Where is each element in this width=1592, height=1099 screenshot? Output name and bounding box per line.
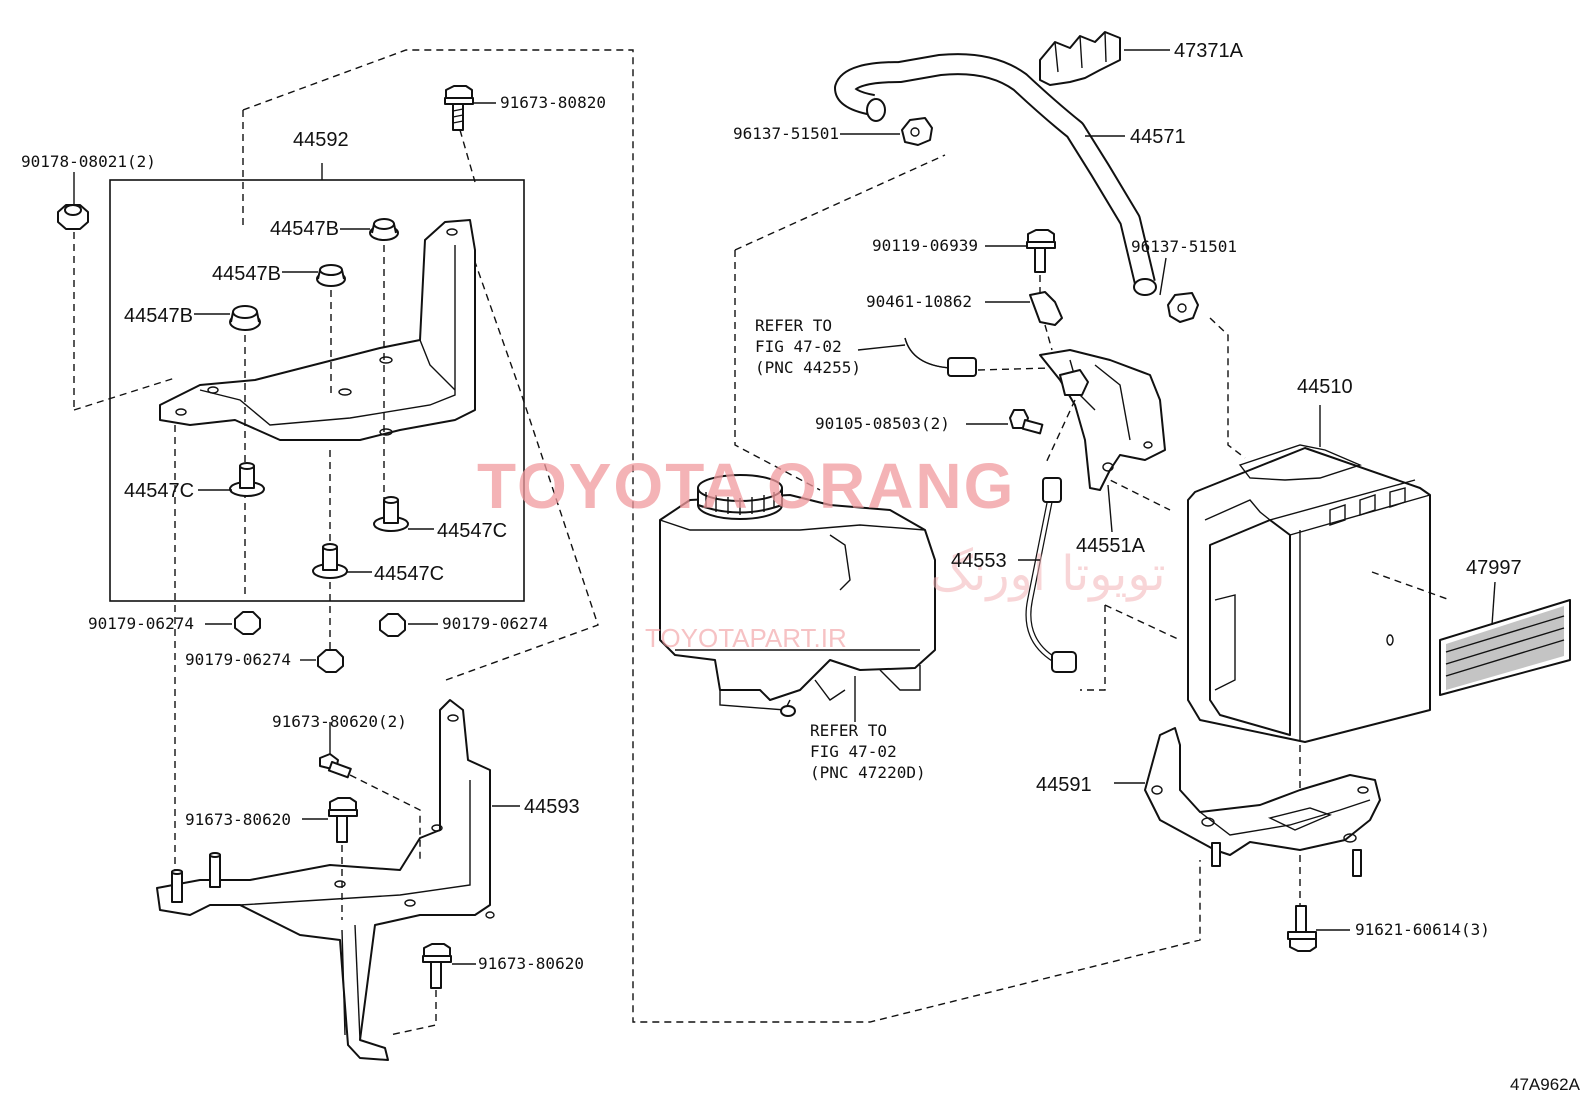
label-90178-08021: 90178-08021(2)	[21, 152, 156, 171]
reservoir-tank-shape	[659, 474, 936, 717]
clamp-icon	[901, 117, 1199, 323]
bracket-44551a-shape	[1029, 291, 1166, 491]
refer-note-1-line3: (PNC 44255)	[755, 358, 861, 377]
sensor-wire-shape	[1025, 477, 1077, 673]
refer-note-1-line1: REFER TO	[755, 316, 832, 335]
label-91673-80620-b: 91673-80620	[478, 954, 584, 973]
actuator-block-shape	[1187, 444, 1431, 743]
bolt-icon	[444, 85, 474, 131]
label-44547c-2: 44547C	[437, 520, 507, 542]
collar-44547c-icon	[229, 462, 409, 579]
leader-lines	[73, 49, 1496, 965]
label-90119-06939: 90119-06939	[872, 236, 978, 255]
bolt-icon	[319, 753, 452, 989]
grommet-44547b-icon	[229, 218, 399, 331]
label-91673-80620-2: 91673-80620(2)	[272, 712, 407, 731]
label-44553: 44553	[951, 550, 1007, 572]
watermark-site-text: TOYOTAPART.IR	[645, 623, 847, 653]
label-96137-51501-a: 96137-51501	[733, 124, 839, 143]
label-44551a: 44551A	[1076, 535, 1146, 557]
refer-note-2-line2: FIG 47-02	[810, 742, 897, 761]
label-44547c-3: 44547C	[374, 563, 444, 585]
bolt-icon	[1009, 229, 1056, 435]
assembly-outlines	[242, 49, 1246, 1023]
label-44591: 44591	[1036, 774, 1092, 796]
label-44593: 44593	[524, 796, 580, 818]
label-90105-08503: 90105-08503(2)	[815, 414, 950, 433]
bracket-assembly-box	[109, 179, 525, 602]
refer-note-2-line3: (PNC 47220D)	[810, 763, 926, 782]
label-47997: 47997	[1466, 557, 1522, 579]
label-91621-60614: 91621-60614(3)	[1355, 920, 1490, 939]
label-90179-06274-2: 90179-06274	[442, 614, 548, 633]
part-labels: 90178-08021(2) 44592 91673-80820 44547B …	[21, 40, 1581, 1094]
bracket-44591-shape	[1144, 727, 1381, 877]
label-44571: 44571	[1130, 126, 1186, 148]
label-44547b-2: 44547B	[212, 263, 281, 285]
label-44547b-3: 44547B	[124, 305, 193, 327]
label-90179-06274-1: 90179-06274	[88, 614, 194, 633]
diagram-id: 47A962A	[1510, 1075, 1581, 1094]
watermark-main-text: TOYOTA ORANG	[477, 450, 1015, 522]
label-90179-06274-3: 90179-06274	[185, 650, 291, 669]
watermark: TOYOTA ORANG تویوتا اورنگ TOYOTAPART.IR	[477, 450, 1166, 653]
label-44547c-1: 44547C	[124, 480, 194, 502]
refer-note-1-line2: FIG 47-02	[755, 337, 842, 356]
label-90461-10862: 90461-10862	[866, 292, 972, 311]
label-44510: 44510	[1297, 376, 1353, 398]
nut-icon	[57, 204, 406, 673]
label-96137-51501-b: 96137-51501	[1131, 237, 1237, 256]
label-sheet-shape	[1439, 599, 1571, 696]
label-91673-80620-a: 91673-80620	[185, 810, 291, 829]
hose-shape	[834, 53, 1157, 296]
label-44592: 44592	[293, 129, 349, 151]
bolt-icon	[1287, 905, 1317, 952]
upper-bracket-shape	[159, 219, 476, 441]
lower-bracket-shape	[156, 699, 495, 1061]
label-47371a: 47371A	[1174, 40, 1244, 62]
sensor-connector-shape	[904, 337, 977, 377]
label-91673-80820: 91673-80820	[500, 93, 606, 112]
label-44547b-1: 44547B	[270, 218, 339, 240]
hose-clip-icon	[1039, 31, 1121, 86]
refer-note-2-line1: REFER TO	[810, 721, 887, 740]
watermark-persian-text: تویوتا اورنگ	[930, 546, 1166, 602]
